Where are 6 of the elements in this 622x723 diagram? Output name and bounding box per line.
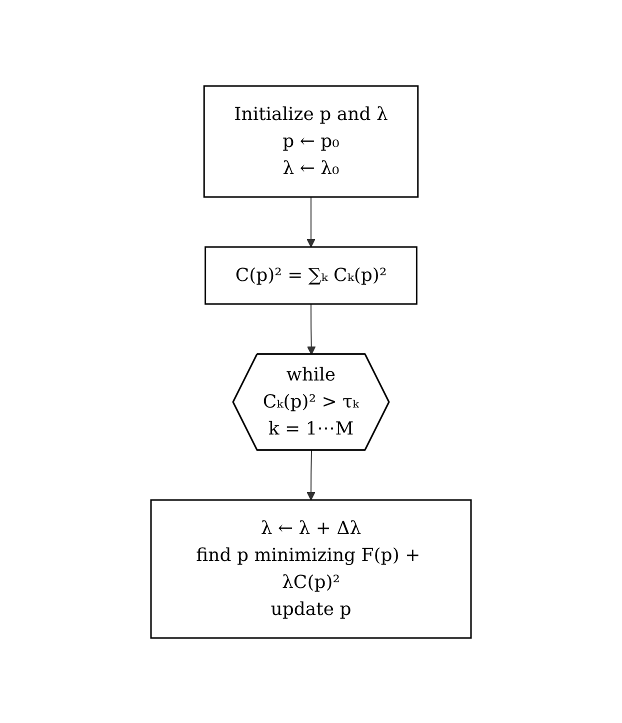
arrow xyxy=(306,450,316,500)
arrow xyxy=(306,303,316,354)
node-box: λ ← λ + Δλ find p minimizing F(p) + λC(p)² update p xyxy=(150,498,472,638)
arrow xyxy=(306,196,316,247)
node-box: Initialize p and λ p ← p₀ λ ← λ₀ xyxy=(203,84,419,198)
node-box: C(p)² = ∑ₖ Cₖ(p)² xyxy=(204,246,418,304)
